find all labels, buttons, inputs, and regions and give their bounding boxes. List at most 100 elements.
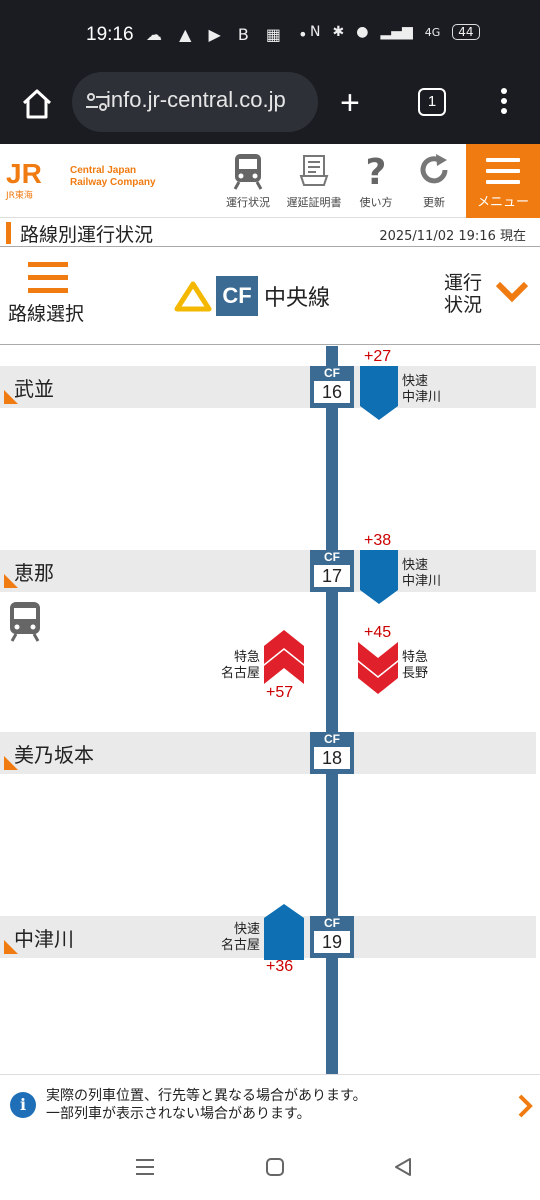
station-number: 16 <box>314 381 350 403</box>
train-destination: 名古屋 <box>220 938 260 953</box>
train-label: 特急 名古屋 <box>204 650 260 682</box>
nav-label: 更新 <box>423 196 445 209</box>
station-name: 恵那 <box>14 561 54 585</box>
chevron-right-icon[interactable] <box>516 1093 534 1119</box>
train-type: 快速 <box>233 922 260 937</box>
nav-label: 運行状況 <box>226 196 270 209</box>
station-row[interactable]: 恵那 <box>0 550 536 592</box>
train-delay: +36 <box>266 958 294 975</box>
certificate-icon <box>299 155 329 186</box>
train-marker-rapid-down[interactable] <box>360 366 398 422</box>
station-corner-marker <box>4 940 18 954</box>
help-icon: ? <box>366 152 387 190</box>
menu-label: メニュー <box>476 195 529 210</box>
network-type: 4G <box>424 25 441 39</box>
operation-status-toggle[interactable]: 運行 状況 <box>444 272 482 316</box>
logo-subtext: JR東海 <box>6 191 33 201</box>
train-destination: 長野 <box>402 666 429 681</box>
route-select-button[interactable]: 路線選択 <box>8 262 94 326</box>
logo-text: JR <box>6 158 42 189</box>
status-toggle-label-1: 運行 <box>444 272 483 294</box>
tab-switcher-button[interactable]: 1 <box>418 88 446 116</box>
train-marker-express-down[interactable] <box>358 642 398 696</box>
company-name: Central Japan Railway Company <box>70 165 156 189</box>
url-text: info.jr-central.co.jp <box>106 87 286 112</box>
notice-bar[interactable]: i 実際の列車位置、行先等と異なる場合があります。 一部列車が表示されない場合が… <box>0 1074 540 1134</box>
station-name: 美乃坂本 <box>14 743 94 767</box>
hamburger-icon <box>486 158 520 184</box>
new-tab-icon[interactable]: + <box>340 84 360 122</box>
site-header: JR JR東海 Central Japan Railway Company 運行… <box>0 144 540 218</box>
station-name: 武並 <box>14 377 54 401</box>
hamburger-icon <box>28 262 68 293</box>
station-corner-marker <box>4 390 18 404</box>
location-icon: ● <box>356 24 369 40</box>
home-icon[interactable] <box>20 87 54 121</box>
notification-icons: ☁ ▲ ▶ B ▦ • <box>146 25 314 44</box>
station-number: 19 <box>314 931 350 953</box>
train-marker-express-up[interactable] <box>264 630 304 684</box>
system-nav-bar <box>0 1134 540 1200</box>
nav-label: 使い方 <box>359 196 393 209</box>
chevron-down-icon[interactable] <box>494 278 530 304</box>
company-name-line1: Central Japan <box>70 165 137 176</box>
recent-apps-icon[interactable] <box>134 1156 156 1178</box>
station-corner-marker <box>4 756 18 770</box>
nav-delay-certificate[interactable]: 遅延証明書 <box>284 152 344 210</box>
station-number-badge: CF 19 <box>310 916 354 958</box>
address-bar[interactable]: info.jr-central.co.jp <box>72 72 318 132</box>
train-marker-rapid-down[interactable] <box>360 550 398 606</box>
info-icon: i <box>10 1092 36 1118</box>
train-delay: +45 <box>364 624 392 641</box>
track-line <box>326 346 338 1074</box>
back-icon[interactable] <box>392 1156 414 1178</box>
menu-button[interactable]: メニュー <box>466 144 540 218</box>
updated-timestamp: 2025/11/02 19:16 現在 <box>379 229 526 244</box>
station-code: CF <box>324 550 340 564</box>
home-nav-icon[interactable] <box>264 1156 286 1178</box>
more-options-icon[interactable] <box>496 86 512 118</box>
train-destination: 中津川 <box>402 574 442 589</box>
browser-toolbar: info.jr-central.co.jp + 1 <box>0 70 540 144</box>
station-name: 中津川 <box>14 927 74 951</box>
station-corner-marker <box>4 574 18 588</box>
site-settings-icon[interactable] <box>84 90 110 114</box>
line-header: 路線選択 <box>0 248 540 345</box>
train-type: 快速 <box>402 558 429 573</box>
clock: 19:16 <box>86 24 134 45</box>
status-bar: 19:16 ☁ ▲ ▶ B ▦ • N ✱ ● ▂▄▆ 4G 44 <box>0 0 540 70</box>
page-title-bar: 路線別運行状況 2025/11/02 19:16 現在 <box>0 219 540 247</box>
nav-how-to-use[interactable]: ? 使い方 <box>346 152 406 210</box>
train-type: 快速 <box>402 374 429 389</box>
nav-refresh[interactable]: 更新 <box>404 152 464 210</box>
train-label: 快速 中津川 <box>402 374 441 406</box>
bluetooth-icon: ✱ <box>332 24 345 40</box>
train-marker-rapid-up[interactable] <box>264 904 304 960</box>
train-label: 快速 名古屋 <box>204 922 260 954</box>
nav-operation-status[interactable]: 運行状況 <box>218 152 278 210</box>
refresh-icon <box>420 154 448 184</box>
title-accent-bar <box>6 222 11 244</box>
station-code: CF <box>324 732 340 746</box>
train-type: 特急 <box>233 650 260 665</box>
line-name: 中央線 <box>264 286 331 311</box>
page-title: 路線別運行状況 <box>20 224 154 246</box>
line-diagram: 武並 CF 16 恵那 CF 17 美乃坂本 CF 18 中津川 CF 19 +… <box>0 346 540 1074</box>
jr-central-logo[interactable]: JR JR東海 <box>6 158 42 202</box>
station-number: 18 <box>314 747 350 769</box>
route-select-label: 路線選択 <box>8 303 85 325</box>
station-code: CF <box>324 366 340 380</box>
nav-label: 遅延証明書 <box>286 196 342 209</box>
train-icon <box>10 602 40 642</box>
station-row[interactable]: 美乃坂本 <box>0 732 536 774</box>
svg-text:?: ? <box>366 152 387 190</box>
station-row[interactable]: 武並 <box>0 366 536 408</box>
train-icon <box>233 154 263 190</box>
train-delay: +57 <box>266 684 294 701</box>
system-icons: N ✱ ● ▂▄▆ 4G 44 <box>300 24 480 40</box>
signal-icon: ▂▄▆ <box>380 24 413 40</box>
station-number-badge: CF 18 <box>310 732 354 774</box>
notice-line-2: 一部列車が表示されない場合があります。 <box>46 1106 311 1122</box>
station-number: 17 <box>314 565 350 587</box>
battery-indicator: 44 <box>452 24 480 40</box>
